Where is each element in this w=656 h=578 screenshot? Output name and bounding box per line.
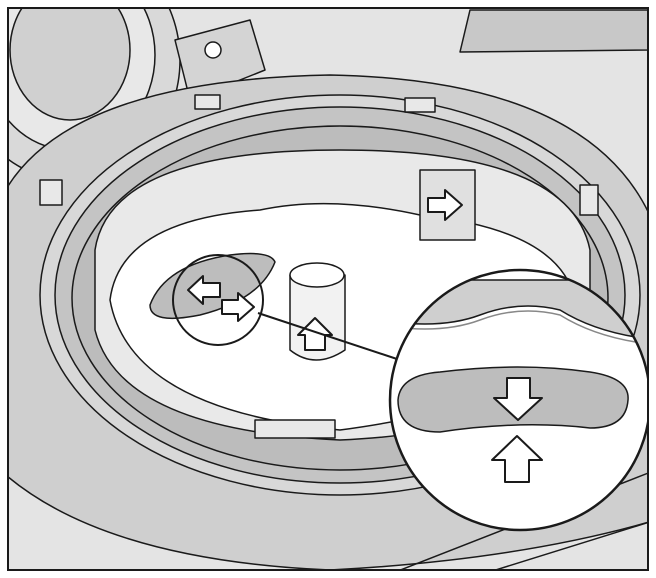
arrow-up-icon — [491, 435, 543, 483]
detail-circle — [172, 254, 264, 346]
frame-border — [7, 7, 649, 571]
hinge — [174, 19, 266, 101]
magnifier-callout — [388, 268, 648, 532]
housing-panel — [459, 9, 648, 53]
central-post — [289, 262, 346, 361]
arrow-right-icon — [427, 189, 463, 221]
arrow-down-icon — [493, 377, 543, 421]
arrow-up-icon — [297, 317, 333, 351]
clips — [39, 94, 599, 439]
arrow-up-right-icon — [221, 292, 255, 322]
arrow-down-left-icon — [187, 275, 221, 305]
hinge-hole — [204, 41, 222, 59]
callout-line — [257, 312, 401, 361]
